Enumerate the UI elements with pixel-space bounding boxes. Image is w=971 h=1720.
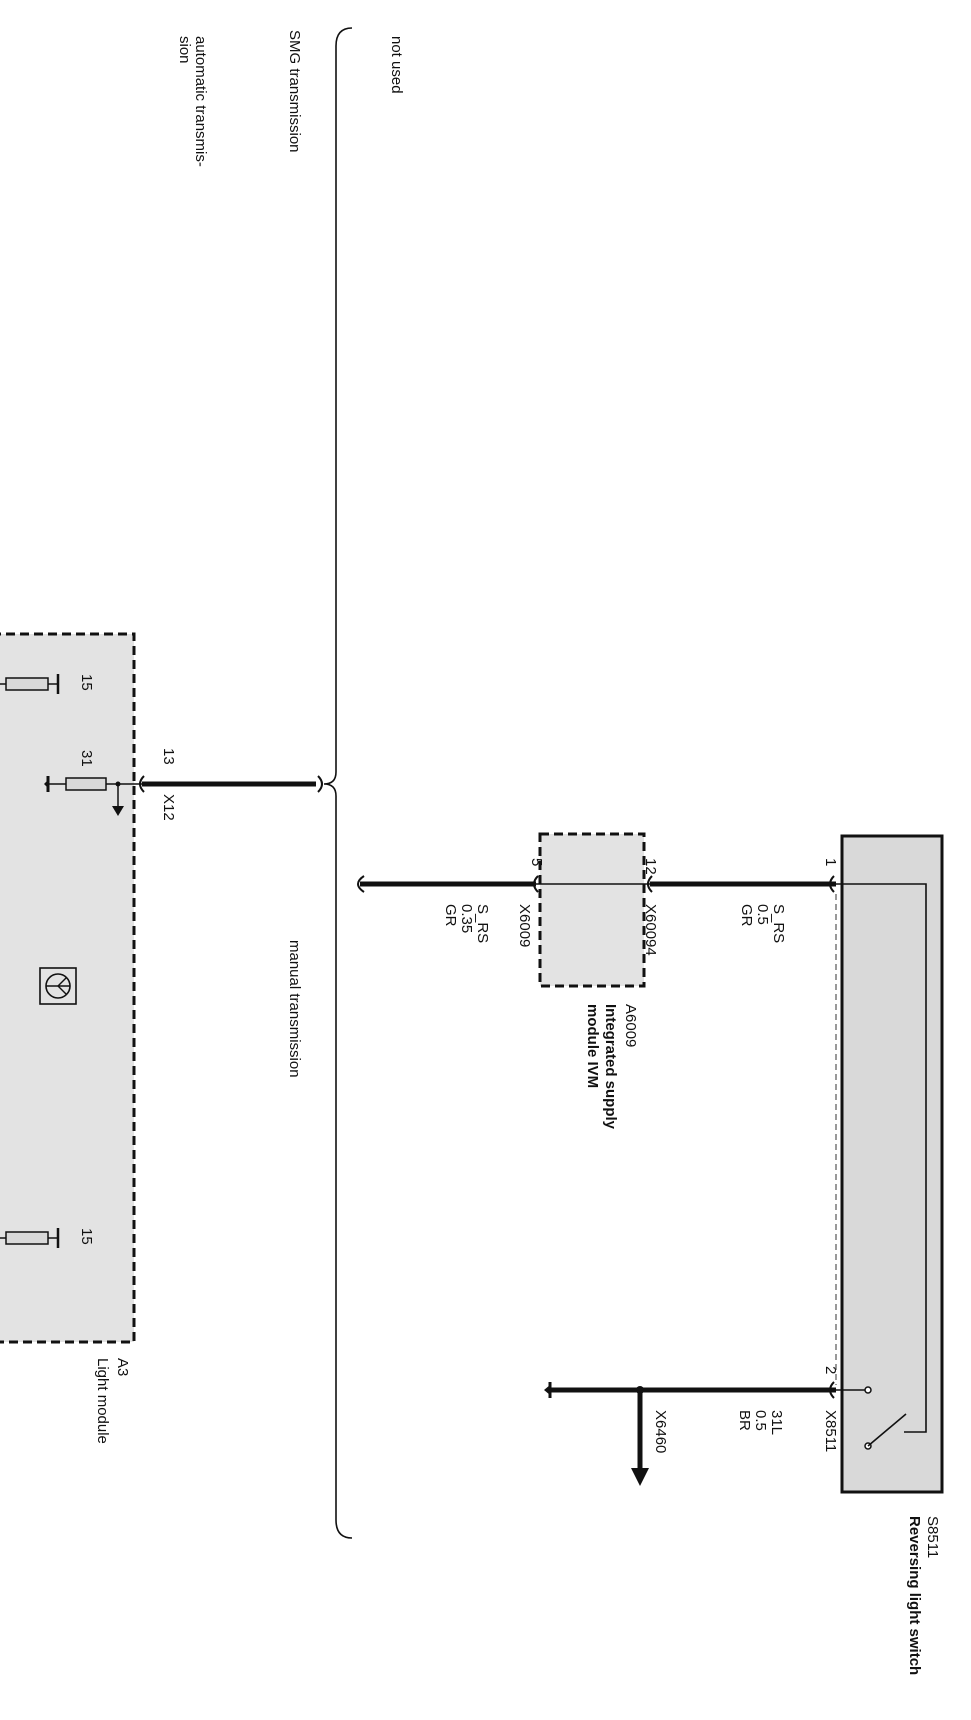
switch-name: Reversing light switch xyxy=(906,1516,923,1675)
upper-wire-size: 0.5 xyxy=(754,904,771,925)
note-not-used: not used xyxy=(388,36,405,94)
ground-branch-arrow xyxy=(631,1386,649,1486)
upper-wire-color: GR xyxy=(738,904,755,927)
ivm-pin12: 12 xyxy=(642,858,659,875)
light-module-code: A3 xyxy=(114,1358,131,1376)
terminal-31-label: 31 xyxy=(78,750,95,767)
ground-symbol xyxy=(544,1382,552,1398)
light-module-connector: X12 xyxy=(160,794,177,821)
light-module-pin13: 13 xyxy=(160,748,177,765)
ground-wire-color: BR xyxy=(736,1410,753,1431)
terminal-15-lower-label: 15 xyxy=(78,1228,95,1245)
note-automatic-line2: sion xyxy=(176,36,193,64)
light-module-name: Light module xyxy=(94,1358,111,1444)
ground-wire-signal: 31L xyxy=(768,1410,785,1435)
terminal-15-lower xyxy=(0,1228,60,1248)
ivm-pin5: 5 xyxy=(528,858,545,866)
note-automatic-line1: automatic transmis- xyxy=(192,36,209,167)
switch-pin2: 2 xyxy=(822,1366,839,1374)
reversing-light-switch xyxy=(835,834,944,1494)
terminal-31-circuit xyxy=(44,776,142,816)
ivm-code: A6009 xyxy=(622,1004,639,1047)
lower-wire-size: 0.35 xyxy=(458,904,475,933)
switch-pin1: 1 xyxy=(822,858,839,866)
switch-connector: X8511 xyxy=(822,1410,839,1452)
ground-branch-connector: X6460 xyxy=(652,1410,669,1453)
ivm-name-line1: Integrated supply xyxy=(602,1004,619,1130)
connector-bracket xyxy=(829,875,835,893)
wire-continuation-bracket xyxy=(357,875,365,893)
note-manual: manual transmission xyxy=(286,940,303,1078)
upper-wire-signal: S_RS xyxy=(770,904,787,943)
ground-wire-size: 0.5 xyxy=(752,1410,769,1431)
connector-bracket xyxy=(829,1381,835,1399)
switch-code: S8511 xyxy=(924,1516,941,1558)
connector-bracket xyxy=(647,875,653,893)
ivm-module-box xyxy=(538,832,646,988)
option-brace xyxy=(323,27,353,1539)
terminal-15-upper-label: 15 xyxy=(78,674,95,691)
lower-wire-signal: S_RS xyxy=(474,904,491,943)
lower-wire-color: GR xyxy=(442,904,459,927)
ivm-connector-upper: X60094 xyxy=(642,904,659,956)
lamp-icon xyxy=(39,967,77,1005)
note-smg: SMG transmission xyxy=(286,30,303,153)
ivm-connector-lower: X6009 xyxy=(516,904,533,947)
connector-bracket xyxy=(317,775,323,793)
ivm-name-line2: module IVM xyxy=(584,1004,601,1088)
terminal-15-upper xyxy=(0,674,60,694)
